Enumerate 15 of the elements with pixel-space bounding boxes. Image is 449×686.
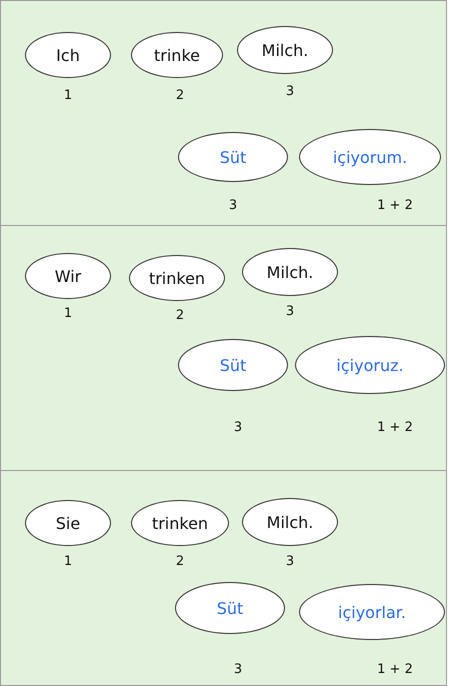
word-number: 2	[176, 554, 184, 569]
word-number: 2	[176, 88, 184, 103]
word-number: 1 + 2	[377, 662, 413, 677]
word-number: 3	[286, 84, 294, 99]
word-number: 1 + 2	[377, 198, 413, 213]
word-number: 2	[176, 308, 184, 323]
word-number: 3	[286, 304, 294, 319]
word-number: 3	[234, 662, 242, 677]
word-number: 1 + 2	[377, 420, 413, 435]
word-number: 1	[64, 306, 72, 321]
word-number: 1	[64, 554, 72, 569]
word-number: 1	[64, 88, 72, 103]
word-number: 3	[286, 554, 294, 569]
word-number: 3	[234, 420, 242, 435]
word-number: 3	[228, 198, 238, 213]
